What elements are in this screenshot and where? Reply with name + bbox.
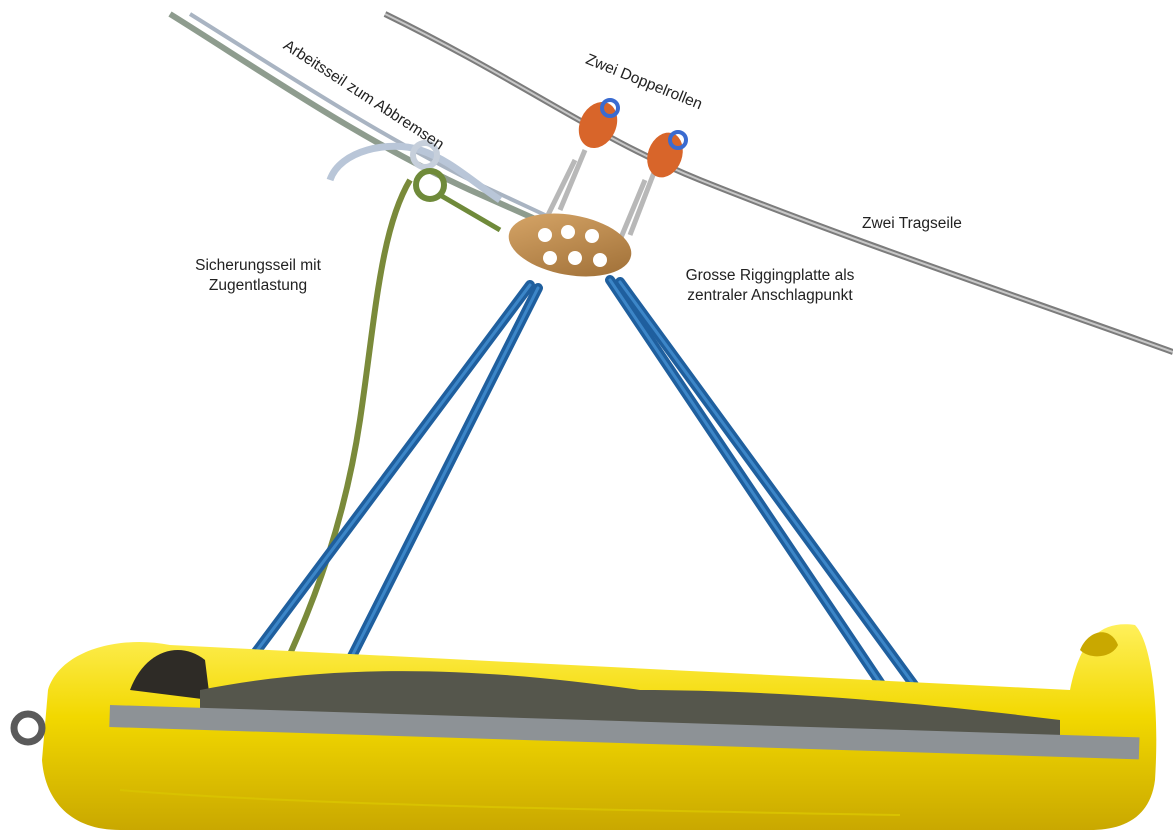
double-pulleys [572,96,689,183]
carrying-ropes-label: Zwei Tragseile [862,214,962,234]
working-rope-knot [330,143,500,230]
safety-rope-label-line2: Zugentlastung [158,276,358,296]
rescue-stretcher [14,624,1156,830]
rigging-plate-label-line1: Grosse Riggingplatte als [645,266,895,286]
rigging-plate-label: Grosse Riggingplatte als zentraler Ansch… [645,266,895,306]
safety-rope-label-line1: Sicherungsseil mit [158,256,358,276]
safety-rope-label: Sicherungsseil mit Zugentlastung [158,256,358,296]
rigging-plate-label-line2: zentraler Anschlagpunkt [645,286,895,306]
blue-slings [235,280,925,700]
